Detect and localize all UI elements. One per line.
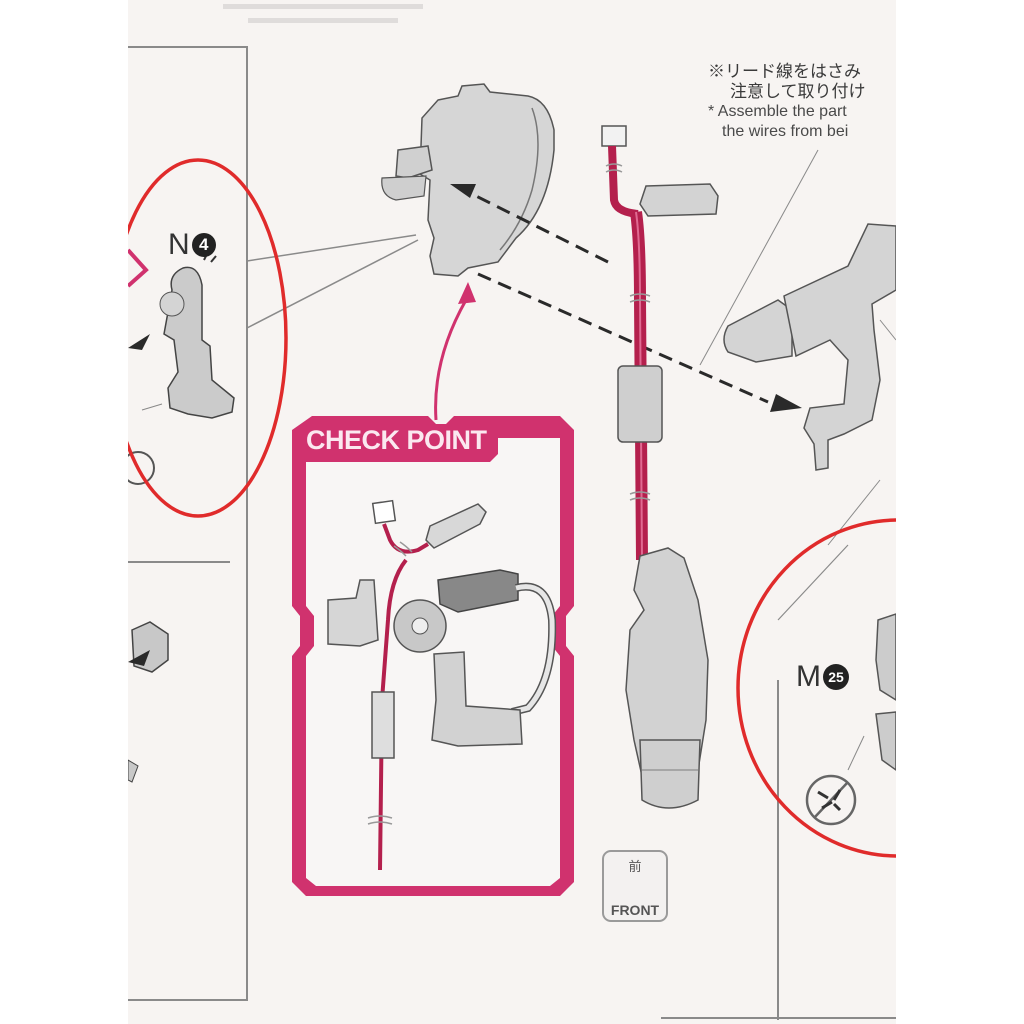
front-kanji: 前	[628, 859, 642, 874]
checkpoint-frame	[292, 416, 574, 896]
part-letter: M	[796, 660, 821, 693]
prohibited-cutter-icon	[805, 774, 857, 826]
front-label: FRONT	[610, 902, 660, 918]
note-jp-line2: 注意して取り付け	[730, 82, 866, 101]
part-number-badge: 4	[191, 233, 216, 257]
part-letter: N	[168, 228, 190, 261]
assembly-illustration	[128, 4, 896, 1020]
wire-harness	[601, 125, 719, 561]
checkpoint-detail-illustration	[327, 499, 557, 871]
part-number-badge: 25	[823, 664, 849, 690]
lower-arm-part	[625, 547, 709, 809]
shoulder-frame-part	[381, 83, 555, 277]
part-label-n4: N 4	[168, 228, 216, 262]
instruction-page: ※リード線をはさみ 注意して取り付け * Assemble the part t…	[128, 0, 896, 1024]
part-n4-illustration	[128, 248, 235, 485]
insert-arrow-icon	[450, 184, 476, 198]
checkpoint-title: CHECK POINT	[306, 425, 487, 455]
shoulder-joint-part	[723, 223, 896, 471]
note-en-line2: the wires from bei	[722, 123, 849, 140]
front-direction-indicator: 前 FRONT	[602, 850, 668, 922]
callout-ellipse-left	[128, 158, 288, 518]
note-en-line1: * Assemble the part	[708, 103, 847, 120]
assembly-note: ※リード線をはさみ 注意して取り付け * Assemble the part t…	[708, 62, 896, 142]
part-label-m25: M 25	[796, 660, 849, 694]
note-jp-line1: ※リード線をはさみ	[708, 62, 861, 81]
left-panel-frame	[128, 46, 248, 1001]
callout-ellipse-right	[736, 518, 896, 858]
